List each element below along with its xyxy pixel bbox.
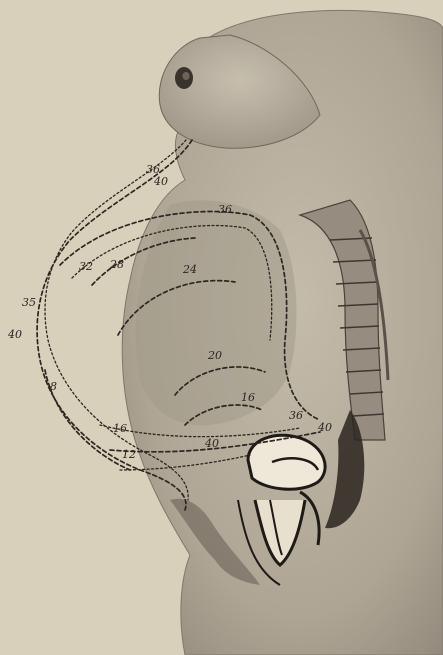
label-36-right: 36 [218, 203, 232, 216]
label-24: 24 [182, 263, 197, 276]
label-16-low: 16 [113, 422, 127, 435]
label-12: 12 [122, 448, 136, 461]
label-40-small: 40 [317, 421, 332, 434]
label-40-left: 40 [7, 328, 22, 341]
label-28: 28 [109, 258, 124, 271]
label-20: 20 [207, 349, 222, 362]
label-35: 35 [22, 296, 36, 309]
label-40-low: 40 [204, 437, 219, 450]
label-32: 32 [79, 260, 93, 273]
abdominal-cavity [135, 200, 296, 425]
label-8: 8 [50, 380, 57, 393]
label-40-top: 40 [153, 175, 168, 188]
label-16-mid: 16 [241, 391, 255, 404]
label-36-small: 36 [289, 409, 303, 422]
